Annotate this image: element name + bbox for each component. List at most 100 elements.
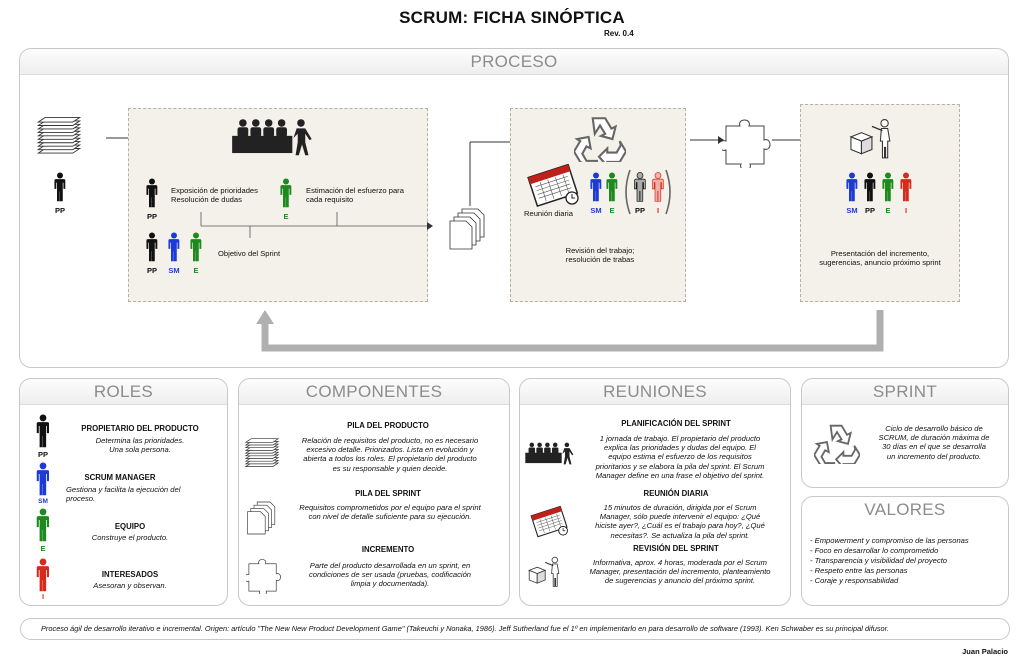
meeting-title: REVISIÓN DEL SPRINT xyxy=(633,544,719,553)
page-title: SCRUM: FICHA SINÓPTICA xyxy=(399,8,625,27)
sprint-backlog-icon xyxy=(246,498,278,538)
e-figure xyxy=(190,232,202,262)
pp-label: PP xyxy=(146,212,157,221)
sprint-backlog-icon xyxy=(448,206,488,252)
role-title: EQUIPO xyxy=(114,522,146,531)
pp-figure xyxy=(54,172,66,202)
daily-meeting-label: Reunión diaria xyxy=(524,209,573,218)
observers-bracket xyxy=(625,169,671,215)
roles-heading: ROLES xyxy=(20,379,227,405)
sm-badge: SM xyxy=(38,498,48,505)
sm-figure xyxy=(846,172,858,202)
sm-figure xyxy=(590,172,602,202)
sm-label: SM xyxy=(590,206,602,215)
valores-heading: VALORES xyxy=(802,497,1008,523)
sm-figure xyxy=(168,232,180,262)
e-figure xyxy=(606,172,618,202)
sprint-review-text: Revisión del trabajo; resolución de trab… xyxy=(565,246,635,265)
componentes-panel: COMPONENTES xyxy=(238,378,510,606)
role-title: INTERESADOS xyxy=(101,570,159,579)
e-badge: E xyxy=(40,544,46,553)
component-title: PILA DEL PRODUCTO xyxy=(347,421,429,430)
e-label: E xyxy=(609,206,615,215)
arrow-to-increment xyxy=(690,136,724,144)
revision-label: Rev. 0.4 xyxy=(604,29,634,38)
i-figure xyxy=(900,172,912,202)
product-backlog-icon xyxy=(244,436,280,472)
roles-panel: ROLES xyxy=(19,378,228,606)
daily-meeting-icon xyxy=(524,164,584,208)
e-label: E xyxy=(193,266,199,275)
component-desc: Parte del producto desarrollada en un sp… xyxy=(308,561,472,589)
componentes-heading: COMPONENTES xyxy=(239,379,509,405)
valor-item: - Transparencia y visibilidad del proyec… xyxy=(810,556,948,565)
e-figure xyxy=(882,172,894,202)
e-figure xyxy=(280,178,292,208)
i-badge: I xyxy=(41,592,45,601)
review-stage xyxy=(800,104,960,302)
presenter-icon xyxy=(846,118,900,160)
pp-label: PP xyxy=(634,206,645,215)
pp-role-icon xyxy=(36,414,50,448)
component-desc: Relación de requisitos del producto, no … xyxy=(301,436,479,473)
component-desc: Requisitos comprometidos por el equipo p… xyxy=(299,503,481,522)
meeting-desc: 15 minutos de duración, dirigida por el … xyxy=(595,503,765,540)
role-desc: Gestiona y facilita la ejecución del pro… xyxy=(66,485,181,504)
sm-role-icon xyxy=(36,462,50,496)
recycle-icon xyxy=(814,422,860,464)
proceso-heading: PROCESO xyxy=(20,49,1008,75)
increment-puzzle-icon xyxy=(722,118,772,168)
meeting-desc: Informativa, aprox. 4 horas, moderada po… xyxy=(589,558,771,586)
meeting-title: REUNIÓN DIARIA xyxy=(643,489,709,498)
i-label: I xyxy=(904,206,908,215)
pp-label: PP xyxy=(864,206,875,215)
footer-note: Proceso ágil de desarrollo iterativo e i… xyxy=(20,618,1010,640)
role-desc: Asesoran y observan. xyxy=(93,581,167,590)
sprint-goal-text: Objetivo del Sprint xyxy=(218,249,281,258)
pp-figure xyxy=(146,232,158,262)
planning-meeting-icon xyxy=(230,116,316,160)
sm-label: SM xyxy=(168,266,180,275)
daily-meeting-icon xyxy=(528,506,572,538)
valor-item: - Empowerment y compromiso de las person… xyxy=(810,536,969,545)
meeting-desc: 1 jornada de trabajo. El propietario del… xyxy=(595,434,765,480)
increment-puzzle-icon xyxy=(246,558,282,594)
sm-label: SM xyxy=(846,206,858,215)
valor-item: - Coraje y responsabilidad xyxy=(810,576,899,585)
valor-item: - Respeto entre las personas xyxy=(810,566,908,575)
pp-figure xyxy=(634,172,646,202)
planning-meeting-icon xyxy=(524,440,576,468)
meeting-title: PLANIFICACIÓN DEL SPRINT xyxy=(621,419,731,428)
priorities-text: Exposición de prioridades Resolución de … xyxy=(171,186,258,205)
pp-label: PP xyxy=(54,206,65,215)
role-title: PROPIETARIO DEL PRODUCTO xyxy=(81,424,199,433)
role-desc: Construye el producto. xyxy=(91,533,169,542)
review-text: Presentación del incremento, sugerencias… xyxy=(819,249,941,268)
reuniones-heading: REUNIONES xyxy=(520,379,790,405)
role-desc: Determina las prioridades. Una sola pers… xyxy=(95,436,185,455)
reuniones-panel: REUNIONES xyxy=(519,378,791,606)
estimation-text: Estimación del esfuerzo para cada requis… xyxy=(306,186,404,205)
i-label: I xyxy=(656,206,660,215)
valor-item: - Foco en desarrollar lo comprometido xyxy=(810,546,939,555)
pp-badge: PP xyxy=(37,450,48,459)
sprint-heading: SPRINT xyxy=(802,379,1008,405)
i-role-icon xyxy=(36,558,50,592)
e-label: E xyxy=(283,212,289,221)
role-title: SCRUM MANAGER xyxy=(84,473,156,482)
sprint-desc: Ciclo de desarrollo básico de SCRUM, de … xyxy=(878,424,990,461)
product-backlog-icon xyxy=(36,114,82,160)
valores-panel: VALORES xyxy=(801,496,1009,606)
e-label: E xyxy=(885,206,891,215)
presenter-icon xyxy=(526,556,566,588)
pp-figure xyxy=(146,178,158,208)
pp-figure xyxy=(864,172,876,202)
e-role-icon xyxy=(36,508,50,542)
recycle-icon xyxy=(574,114,626,162)
planning-connector-lines xyxy=(200,212,433,238)
component-title: INCREMENTO xyxy=(361,545,415,554)
feedback-loop-arrow xyxy=(256,310,884,352)
i-figure xyxy=(652,172,664,202)
author-label: Juan Palacio xyxy=(962,647,1008,656)
pp-label: PP xyxy=(146,266,157,275)
